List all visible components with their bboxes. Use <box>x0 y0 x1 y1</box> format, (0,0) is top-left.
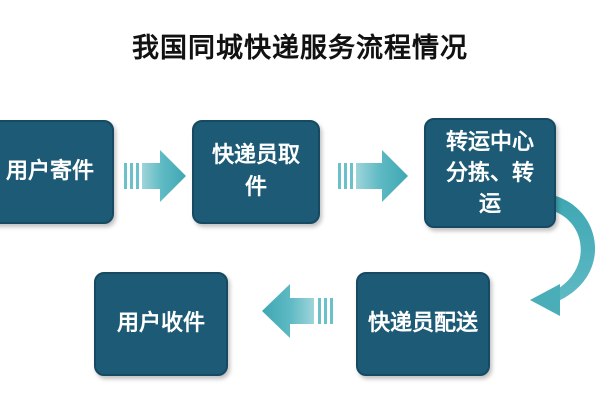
step-courier-pickup: 快递员取件 <box>192 120 320 224</box>
step-user-send: 用户寄件 <box>0 120 114 224</box>
diagram-title: 我国同城快递服务流程情况 <box>132 33 468 64</box>
arrow-right-icon <box>338 150 408 202</box>
step-courier-delivery: 快递员配送 <box>356 272 490 376</box>
arrow-right-icon <box>124 150 186 202</box>
step-transfer-center: 转运中心分拣、转运 <box>424 118 556 228</box>
curved-arrow-icon <box>530 196 596 316</box>
step-user-receive: 用户收件 <box>94 272 228 376</box>
arrow-left-icon <box>262 284 333 338</box>
